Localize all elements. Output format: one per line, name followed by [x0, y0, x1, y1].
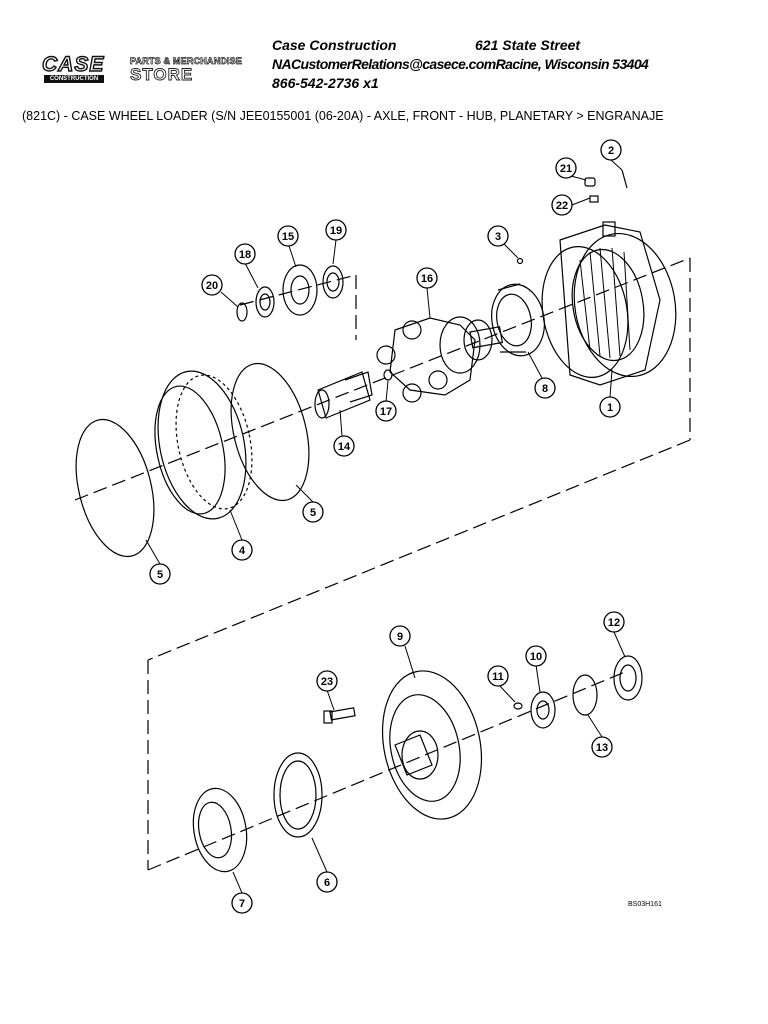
company-name: Case Construction — [272, 37, 397, 53]
callout-12[interactable]: 12 — [603, 611, 625, 633]
callout-5[interactable]: 5 — [149, 563, 171, 585]
part-15-planet-gear — [282, 264, 318, 316]
case-logo: CASE CONSTRUCTION — [38, 52, 110, 84]
callout-label: 23 — [321, 676, 333, 688]
part-19-bearing-cone — [322, 265, 344, 299]
callout-label: 3 — [495, 231, 501, 243]
company-email-city[interactable]: NACustomerRelations@casece.comRacine, Wi… — [272, 56, 649, 72]
part-14-sun-gear-shaft — [314, 371, 373, 419]
construction-text: CONSTRUCTION — [44, 75, 104, 83]
company-phone: 866-542-2736 x1 — [272, 75, 379, 91]
callout-21[interactable]: 21 — [555, 157, 577, 179]
leader-lines — [145, 159, 626, 894]
callout-3[interactable]: 3 — [487, 225, 509, 247]
callout-1[interactable]: 1 — [599, 396, 621, 418]
callout-label: 18 — [239, 249, 251, 261]
callout-label: 13 — [596, 742, 608, 754]
case-brand-text: CASE — [41, 52, 105, 76]
callout-label: 12 — [608, 617, 620, 629]
part-10-bearing-cone — [530, 691, 556, 729]
callout-13[interactable]: 13 — [591, 736, 613, 758]
store-tagline: PARTS & MERCHANDISE — [130, 56, 243, 67]
callout-label: 5 — [157, 569, 163, 581]
part-12-seal — [613, 655, 643, 701]
callout-2[interactable]: 2 — [600, 139, 622, 161]
part-11-dowel — [513, 702, 523, 710]
callout-label: 8 — [542, 383, 548, 395]
callout-label: 10 — [530, 651, 542, 663]
callout-6[interactable]: 6 — [316, 871, 338, 893]
callout-14[interactable]: 14 — [333, 435, 355, 457]
callout-4[interactable]: 4 — [231, 539, 253, 561]
part-22-seal — [589, 195, 599, 203]
centerline-upper — [74, 257, 691, 871]
callout-20[interactable]: 20 — [201, 274, 223, 296]
part-17-pin — [383, 369, 393, 381]
part-2-pin — [621, 169, 628, 189]
callout-22[interactable]: 22 — [551, 194, 573, 216]
part-21-plug — [584, 177, 596, 187]
callout-label: 14 — [338, 441, 351, 453]
callout-label: 7 — [239, 898, 245, 910]
company-address: 621 State Street — [475, 37, 581, 53]
callout-label: 6 — [324, 877, 330, 889]
callout-label: 4 — [239, 545, 246, 557]
callout-7[interactable]: 7 — [231, 892, 253, 914]
callout-16[interactable]: 16 — [416, 267, 438, 289]
callout-17[interactable]: 17 — [375, 400, 397, 422]
part-8-bearing — [491, 283, 545, 357]
part-23-bolt — [323, 707, 356, 724]
part-16-planetary-carrier — [376, 316, 504, 403]
callout-23[interactable]: 23 — [316, 670, 338, 692]
callout-label: 5 — [310, 507, 316, 519]
callout-11[interactable]: 11 — [487, 665, 509, 687]
callout-label: 1 — [607, 402, 613, 414]
part-5-o-ring-right — [230, 362, 310, 502]
callout-18[interactable]: 18 — [234, 243, 256, 265]
callout-label: 16 — [421, 273, 433, 285]
callout-15[interactable]: 15 — [277, 225, 299, 247]
part-13-o-ring — [572, 674, 598, 716]
part-3-fitting — [516, 257, 524, 265]
callout-label: 21 — [560, 163, 572, 175]
callout-label: 15 — [282, 231, 294, 243]
part-4-ring-gear — [154, 370, 253, 520]
part-20-snap-ring — [236, 302, 248, 322]
store-title: STORE — [130, 65, 194, 85]
callout-label: 9 — [397, 631, 403, 643]
callout-5[interactable]: 5 — [302, 501, 324, 523]
callout-label: 2 — [608, 145, 614, 157]
callout-label: 20 — [206, 280, 218, 292]
callout-label: 19 — [330, 225, 342, 237]
part-9-wheel-hub — [381, 670, 483, 820]
part-18-bearing-cone — [255, 286, 275, 318]
case-store-logo[interactable]: CASE CONSTRUCTION PARTS & MERCHANDISE ST… — [38, 52, 248, 85]
callout-label: 11 — [492, 671, 504, 683]
drawing-code: BS03H161 — [628, 901, 662, 908]
part-5-o-ring-left — [75, 418, 155, 558]
callout-label: 17 — [380, 406, 392, 418]
part-7-seal — [192, 787, 248, 873]
callout-8[interactable]: 8 — [534, 377, 556, 399]
callout-9[interactable]: 9 — [389, 625, 411, 647]
callout-10[interactable]: 10 — [525, 645, 547, 667]
callout-19[interactable]: 19 — [325, 219, 347, 241]
callout-label: 22 — [556, 200, 568, 212]
part-6-bearing-cup — [273, 752, 323, 838]
breadcrumb: (821C) - CASE WHEEL LOADER (S/N JEE01550… — [22, 109, 664, 123]
part-1-hub-housing — [541, 221, 677, 386]
